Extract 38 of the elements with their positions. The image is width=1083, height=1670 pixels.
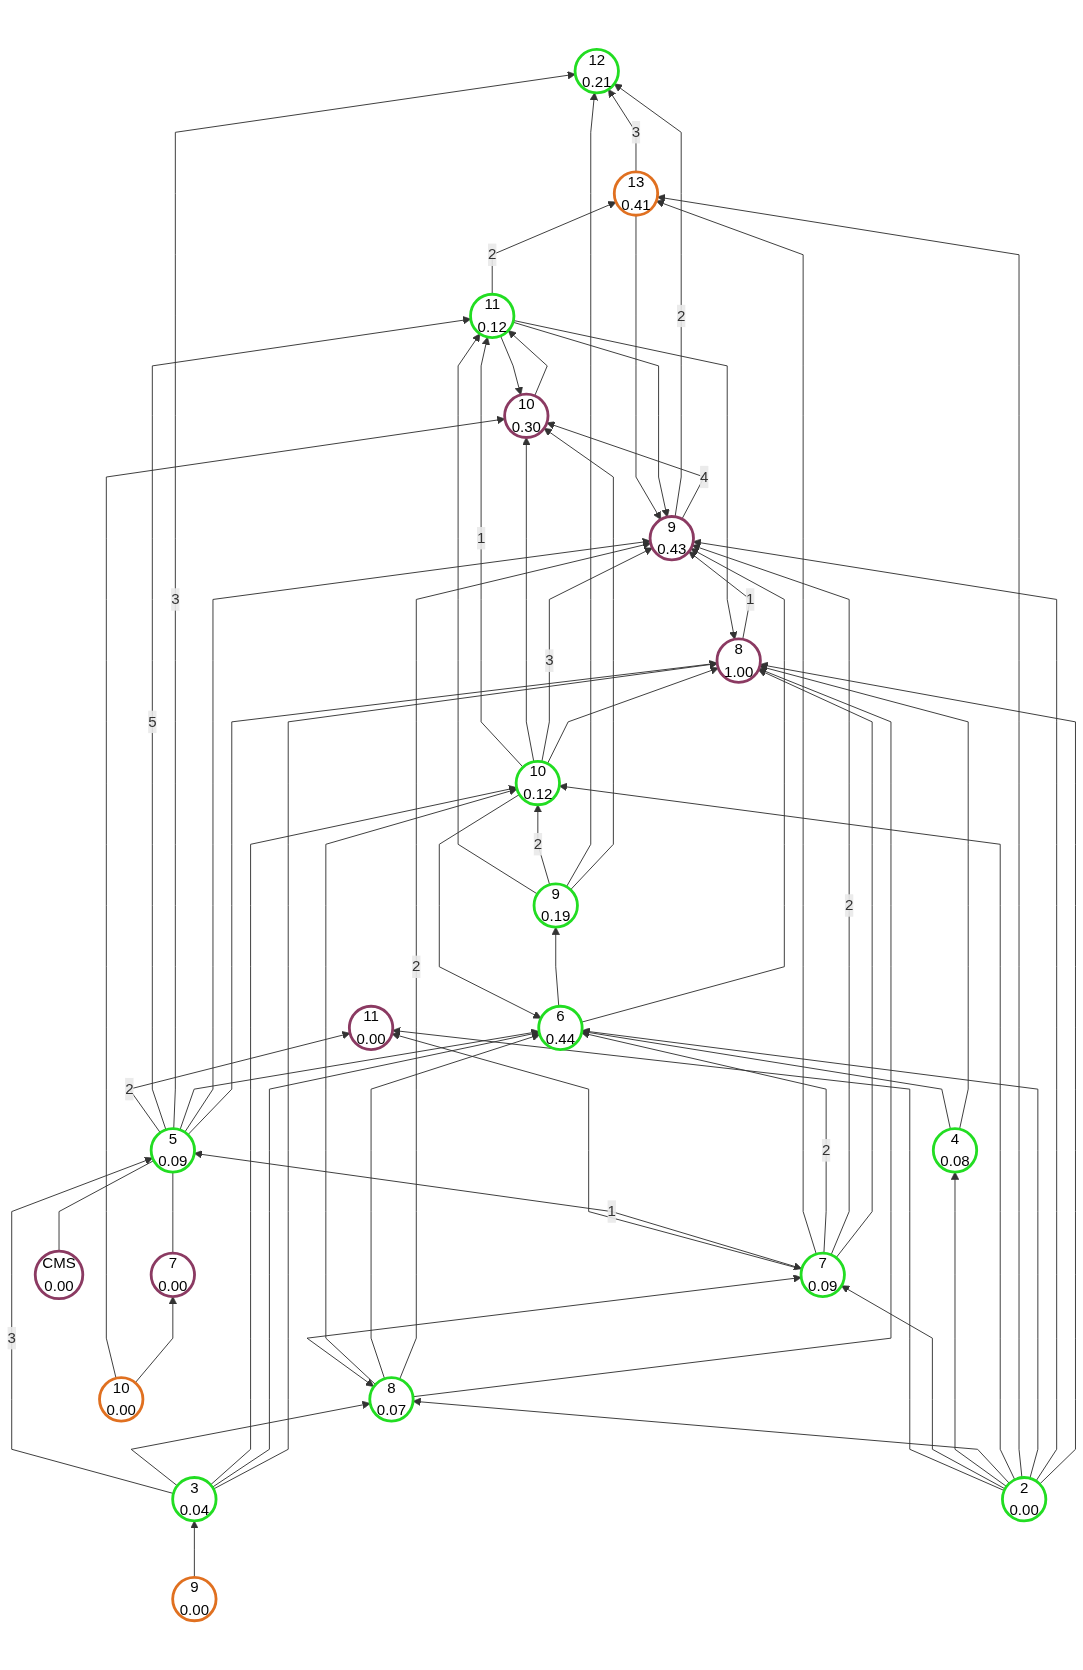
edge-label: 1 (476, 529, 486, 546)
edge-label: 2 (844, 896, 854, 913)
node-circle: 8 0.07 (368, 1376, 415, 1423)
node-circle: 11 0.00 (347, 1004, 395, 1051)
node-circle: 3 0.04 (171, 1476, 218, 1523)
edge-label: 4 (700, 468, 709, 485)
edge-label: 2 (677, 307, 686, 324)
node-circle: 8 1.00 (715, 637, 762, 684)
node-circle: 9 0.43 (648, 515, 695, 562)
node-circle: 7 0.09 (799, 1251, 846, 1298)
edge-label: 1 (746, 590, 755, 607)
edge-label: 3 (7, 1329, 16, 1346)
edge-label: 3 (631, 123, 641, 140)
edge-label: 2 (125, 1080, 134, 1097)
node-circle: 12 0.21 (573, 47, 620, 95)
edge-label: 5 (148, 713, 157, 730)
node-circle: 10 0.12 (514, 759, 561, 807)
edge-label: 2 (821, 1141, 831, 1158)
node-circle: 4 0.08 (931, 1127, 979, 1174)
node-circle: 5 0.09 (149, 1127, 196, 1174)
edge-label: 3 (171, 590, 180, 607)
connector (58, 1160, 155, 1252)
node-circle: 9 0.00 (171, 1575, 218, 1623)
node-circle: 7 0.00 (149, 1251, 196, 1298)
edge-label: 2 (488, 246, 497, 263)
edge-label: 3 (545, 652, 554, 669)
node-circle: 9 0.19 (532, 882, 579, 929)
edge-label: 2 (533, 835, 543, 852)
node-circle: CMS 0.00 (33, 1249, 85, 1300)
node-circle: 10 0.00 (98, 1376, 145, 1423)
node-circle: 10 0.30 (503, 392, 550, 439)
node-circle: 2 0.00 (1001, 1476, 1048, 1523)
node-circle: 13 0.41 (612, 170, 660, 217)
edge-label: 1 (607, 1203, 616, 1219)
edge-label: 2 (412, 958, 421, 975)
connector (172, 1171, 174, 1254)
node-circle: 11 0.12 (469, 292, 516, 339)
node-circle: 6 0.44 (537, 1004, 584, 1051)
